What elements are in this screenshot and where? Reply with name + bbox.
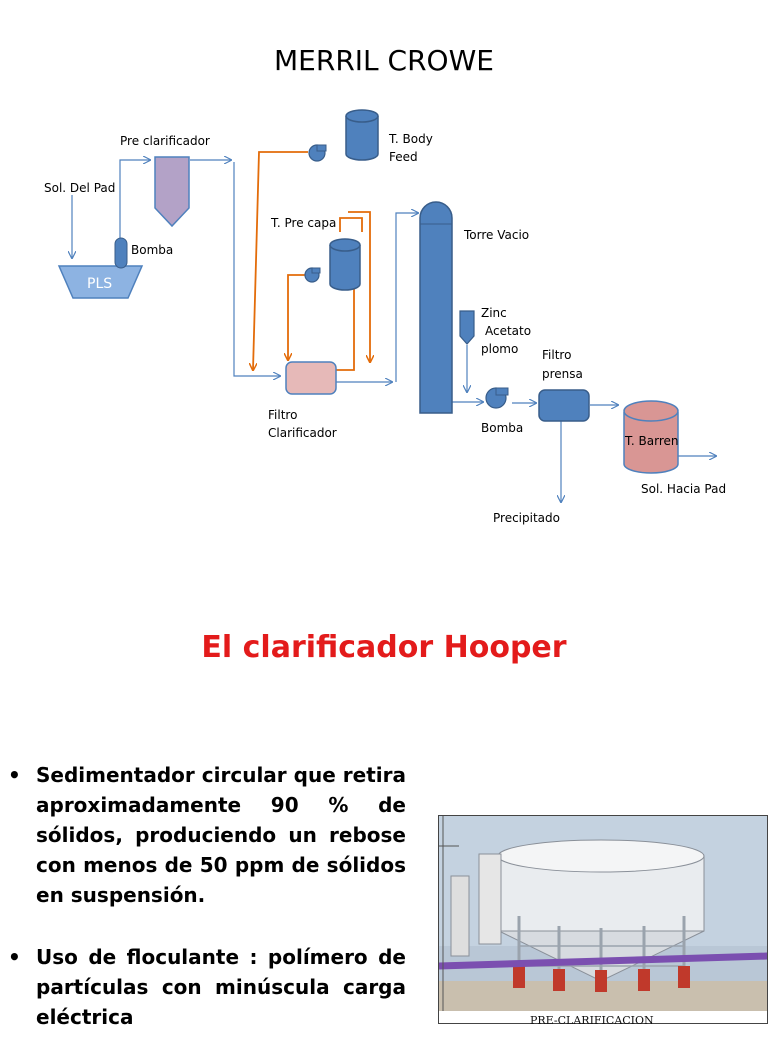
- clarifier-illustration: [439, 816, 767, 1023]
- bullet-text: Uso de floculante : polímero de partícul…: [36, 945, 406, 1029]
- label-zinc-line1: Zinc: [481, 306, 507, 320]
- bullet-text: Sedimentador circular que retira aproxim…: [36, 763, 406, 907]
- body-feed-pump: [308, 144, 327, 162]
- flow-pre-capa-down: [288, 274, 306, 360]
- flow-pre-capa-loop: [339, 217, 363, 232]
- zinc-feeder: [459, 310, 475, 345]
- process-flow-lines: [72, 160, 716, 502]
- t-pre-capa-tank: [329, 238, 361, 291]
- section-title: El clarificador Hooper: [201, 630, 567, 665]
- label-zinc-line2: Acetato: [485, 324, 531, 338]
- pre-capa-pump: [304, 267, 321, 283]
- label-precipitado: Precipitado: [493, 511, 560, 525]
- label-t-body-feed-line2: Feed: [389, 150, 418, 164]
- filtro-prensa-vessel: [538, 389, 590, 422]
- pre-clarificador-vessel: [154, 156, 190, 228]
- bullet-dot: •: [8, 945, 21, 969]
- label-pre-clarificador: Pre clarificador: [120, 134, 210, 148]
- bullet-dot: •: [8, 763, 21, 787]
- label-t-pre-capa: T. Pre capa: [270, 216, 336, 230]
- bullet-list: • Sedimentador circular que retira aprox…: [8, 760, 406, 1064]
- label-sol-hacia-pad: Sol. Hacia Pad: [641, 482, 726, 496]
- bullet-item: • Sedimentador circular que retira aprox…: [8, 760, 406, 910]
- label-sol-del-pad: Sol. Del Pad: [44, 181, 115, 195]
- label-filtro-clarificador-line2: Clarificador: [268, 426, 337, 440]
- flow-to-filtro-clarificador: [233, 162, 280, 376]
- label-filtro-clarificador-line1: Filtro: [268, 408, 297, 422]
- label-t-body-feed-line1: T. Body: [388, 132, 433, 146]
- label-zinc-line3: plomo: [481, 342, 518, 356]
- filtro-clarificador-vessel: [285, 361, 337, 395]
- slide-title: MERRIL CROWE: [274, 44, 494, 77]
- merril-crowe-diagram: Sol. Del Pad Pre clarificador Bomba PLS …: [44, 109, 726, 525]
- bomba-1-pump: [114, 237, 128, 269]
- label-t-barren: T. Barren: [624, 434, 679, 448]
- bomba-2-pump: [485, 387, 509, 409]
- photo-caption: PRE-CLARIFICACION: [530, 1014, 654, 1027]
- flow-pre-capa-right: [348, 211, 370, 362]
- label-pls: PLS: [87, 276, 112, 292]
- pls-tank: [57, 265, 144, 299]
- flow-body-feed: [253, 151, 308, 370]
- label-bomba-1: Bomba: [131, 243, 173, 257]
- label-bomba-2: Bomba: [481, 421, 523, 435]
- label-filtro-prensa-line2: prensa: [542, 367, 583, 381]
- bullet-item: • Uso de floculante : polímero de partíc…: [8, 942, 406, 1032]
- flow-pre-capa-return: [336, 255, 355, 371]
- label-filtro-prensa-line1: Filtro: [542, 348, 571, 362]
- clarifier-photo: [438, 815, 768, 1024]
- flow-up-to-torre: [395, 213, 418, 382]
- recycle-flow-lines: [253, 151, 370, 371]
- flow-bomba-to-preclarifier: [119, 160, 150, 238]
- t-body-feed-tank: [345, 109, 379, 161]
- torre-vacio-column: [419, 201, 453, 414]
- t-barren-tank: [623, 400, 679, 474]
- label-torre-vacio: Torre Vacio: [463, 228, 529, 242]
